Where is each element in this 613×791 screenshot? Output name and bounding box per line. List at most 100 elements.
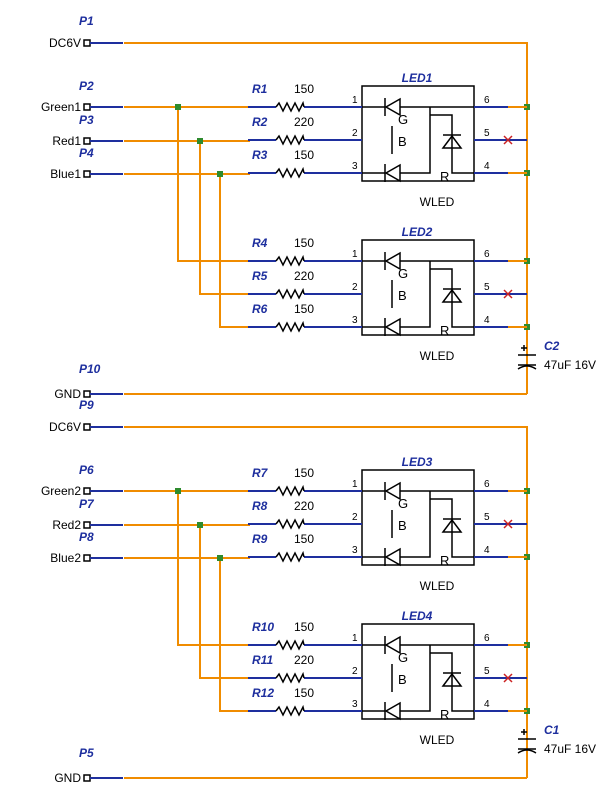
capacitor-reference: C2 [544, 339, 560, 353]
port-terminal [83, 103, 91, 111]
no-connect-mark [503, 289, 513, 299]
resistor-reference: R8 [252, 499, 268, 513]
led-pin-number: 1 [352, 249, 358, 260]
led-pin-number: 5 [484, 512, 490, 523]
resistor-value: 220 [294, 653, 314, 667]
led-reference: LED3 [402, 455, 433, 469]
segment-label: G [398, 650, 408, 665]
capacitor-curved-plate [517, 749, 537, 754]
segment-label: R [440, 323, 449, 338]
resistor-zigzag [275, 254, 305, 267]
junction-dot [197, 522, 203, 528]
diode-triangle [384, 547, 401, 567]
led-internal-wire [430, 114, 474, 174]
diode-triangle [384, 317, 401, 337]
resistor-zigzag [275, 550, 305, 563]
port-terminal [83, 423, 91, 431]
segment-label: B [398, 672, 407, 687]
segment-label: B [398, 518, 407, 533]
resistor-value: 150 [294, 82, 314, 96]
led-pin-number: 3 [352, 699, 358, 710]
junction-dot [217, 555, 223, 561]
port-reference: P1 [79, 14, 94, 28]
port-terminal [83, 554, 91, 562]
led-package-body [361, 85, 475, 182]
segment-label: G [398, 112, 408, 127]
junction-dot [217, 171, 223, 177]
wire-green-branch [177, 491, 250, 646]
port-terminal [83, 521, 91, 529]
led-pin-number: 3 [352, 545, 358, 556]
resistor-reference: R11 [252, 653, 273, 667]
led-package-body [361, 623, 475, 720]
resistor-value: 150 [294, 236, 314, 250]
resistor-reference: R9 [252, 532, 268, 546]
port-terminal [83, 487, 91, 495]
led-reference: LED2 [402, 225, 433, 239]
segment-label: G [398, 266, 408, 281]
resistor-value: 150 [294, 620, 314, 634]
resistor-zigzag [275, 133, 305, 146]
led-pin-number: 4 [484, 545, 490, 556]
led-pin-number: 6 [484, 95, 490, 106]
net-label: DC6V [49, 36, 81, 50]
led-pin-number: 3 [352, 315, 358, 326]
led-pin-number: 5 [484, 282, 490, 293]
no-connect-mark [503, 519, 513, 529]
wire-red-branch [199, 525, 250, 679]
wire-red-branch [199, 141, 250, 295]
port-reference: P8 [79, 530, 94, 544]
led-reference: LED1 [402, 71, 433, 85]
resistor-reference: R7 [252, 466, 269, 480]
resistor-value: 150 [294, 532, 314, 546]
resistor-zigzag [275, 517, 305, 530]
led-pin-number: 4 [484, 315, 490, 326]
led-pin-number: 2 [352, 512, 358, 523]
port-terminal [83, 39, 91, 47]
diode-triangle [441, 288, 463, 303]
segment-label: G [398, 496, 408, 511]
resistor-zigzag [275, 704, 305, 717]
led-reference: LED4 [402, 609, 433, 623]
resistor-reference: R6 [252, 302, 268, 316]
led-pin-number: 6 [484, 249, 490, 260]
no-connect-mark [503, 673, 513, 683]
led-package-body [361, 469, 475, 566]
led-pin-number: 1 [352, 633, 358, 644]
segment-label: B [398, 134, 407, 149]
junction-dot [175, 104, 181, 110]
resistor-value: 150 [294, 148, 314, 162]
port-reference: P3 [79, 113, 94, 127]
diode-triangle [384, 97, 401, 117]
capacitor-reference: C1 [544, 723, 560, 737]
resistor-zigzag [275, 638, 305, 651]
led-part-name: WLED [420, 579, 455, 593]
net-label: Green2 [41, 484, 81, 498]
led-pin-number: 2 [352, 666, 358, 677]
resistor-zigzag [275, 671, 305, 684]
diode-triangle [441, 672, 463, 687]
led-internal-wire [362, 107, 431, 174]
led-part-name: WLED [420, 733, 455, 747]
port-reference: P10 [79, 362, 101, 376]
segment-label: R [440, 707, 449, 722]
resistor-reference: R3 [252, 148, 268, 162]
led-pin-number: 6 [484, 633, 490, 644]
led-pin-number: 2 [352, 128, 358, 139]
led-pin-number: 4 [484, 161, 490, 172]
capacitor-curved-plate [517, 365, 537, 370]
resistor-reference: R1 [252, 82, 268, 96]
diode-triangle [384, 251, 401, 271]
resistor-value: 220 [294, 269, 314, 283]
led-internal-wire [430, 268, 474, 328]
segment-label: R [440, 169, 449, 184]
led-pin-number: 1 [352, 95, 358, 106]
led-pin-number: 5 [484, 666, 490, 677]
resistor-value: 220 [294, 499, 314, 513]
segment-label: R [440, 553, 449, 568]
capacitor-value: 47uF 16V [544, 358, 596, 372]
junction-dot [175, 488, 181, 494]
led-pin-number: 3 [352, 161, 358, 172]
net-label: Blue1 [50, 167, 81, 181]
resistor-zigzag [275, 166, 305, 179]
